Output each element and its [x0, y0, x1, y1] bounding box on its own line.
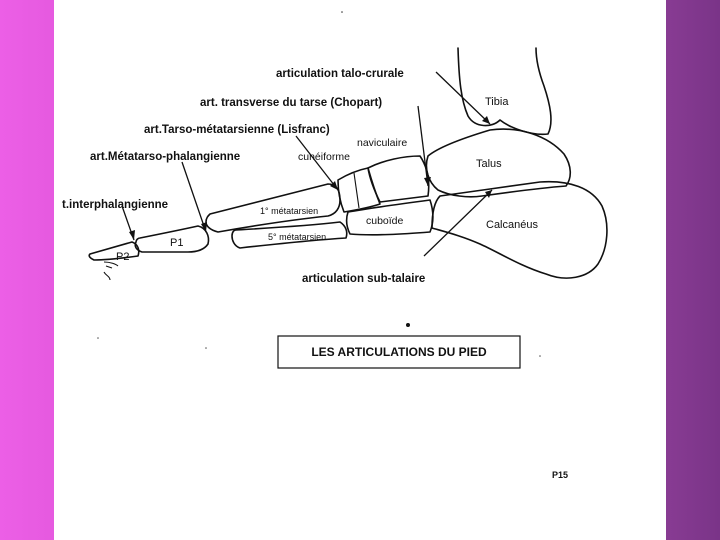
label-chopart: art. transverse du tarse (Chopart): [200, 97, 382, 109]
arrow-metatarso-phalangienne: [182, 162, 206, 232]
arrow-chopart: [418, 106, 428, 186]
label-tibia: Tibia: [485, 96, 509, 108]
label-p2: P2: [116, 251, 129, 263]
label-lisfranc: art.Tarso-métatarsienne (Lisfranc): [144, 124, 330, 136]
label-interphalangienne: t.interphalangienne: [62, 199, 168, 211]
label-fifth-metatarsal: 5° métatarsien: [268, 232, 326, 242]
label-cuboide: cuboïde: [366, 215, 404, 227]
page-number: P15: [552, 470, 568, 480]
label-first-metatarsal: 1° métatarsien: [260, 206, 318, 216]
arrow-sub-talaire: [424, 190, 492, 256]
arrow-talo-crurale: [436, 72, 490, 124]
label-calcaneus: Calcanéus: [486, 219, 538, 231]
label-sub-talaire: articulation sub-talaire: [302, 273, 425, 285]
label-naviculaire: naviculaire: [357, 137, 407, 149]
distal-phalanx-bone: [89, 242, 139, 260]
label-metatarso-phalangienne: art.Métatarso-phalangienne: [90, 151, 240, 163]
label-p1: P1: [170, 237, 183, 249]
label-talo-crurale: articulation talo-crurale: [276, 68, 404, 80]
tibia-bone: [458, 48, 551, 134]
label-talus: Talus: [476, 158, 502, 170]
toe-tip-shape: [104, 262, 118, 280]
label-cuneiforme: cunéiforme: [298, 151, 350, 163]
diagram-caption: LES ARTICULATIONS DU PIED: [311, 345, 487, 359]
arrow-lisfranc: [296, 136, 338, 190]
